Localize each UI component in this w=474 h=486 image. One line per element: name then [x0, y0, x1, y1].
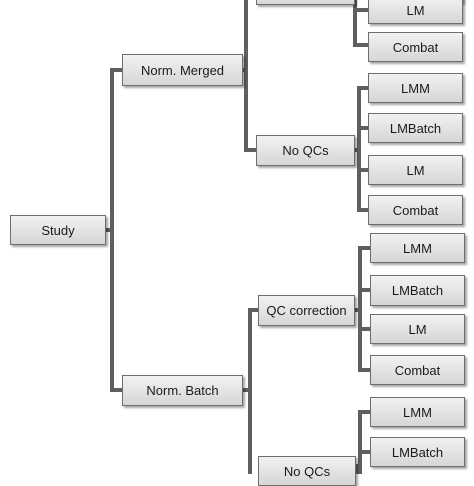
node-partial-top: [256, 0, 355, 5]
connector-merged-top-group: [353, 0, 370, 47]
connector-norm-batch: [241, 308, 260, 474]
node-leaf-combat: Combat: [370, 355, 465, 385]
node-leaf-lmm: LMM: [370, 397, 465, 427]
node-leaf-lmbatch: LMBatch: [370, 437, 465, 467]
node-leaf-lm: LM: [368, 155, 463, 185]
node-leaf-combat: Combat: [368, 195, 463, 225]
node-no-qcs-batch: No QCs: [258, 456, 356, 486]
node-leaf-lmbatch: LMBatch: [370, 275, 465, 306]
node-leaf-combat: Combat: [368, 32, 463, 62]
tree-connectors: [104, 0, 372, 474]
node-leaf-lmm: LMM: [368, 73, 463, 103]
connector-batch-no-qcs: [354, 410, 372, 474]
node-no-qcs-merged: No QCs: [256, 135, 355, 166]
node-norm-merged: Norm. Merged: [122, 54, 243, 86]
node-norm-batch: Norm. Batch: [122, 375, 243, 406]
node-qc-correction: QC correction: [258, 295, 355, 326]
connector-batch-qc-correction: [353, 246, 372, 372]
connector-norm-merged: [241, 0, 258, 152]
node-leaf-lmbatch: LMBatch: [368, 113, 463, 143]
connector-merged-no-qcs: [353, 86, 370, 212]
connector-study: [104, 68, 124, 392]
node-leaf-lm: LM: [368, 0, 463, 24]
node-leaf-lmm: LMM: [370, 233, 465, 263]
node-leaf-lm: LM: [370, 314, 465, 344]
node-study: Study: [10, 215, 106, 245]
